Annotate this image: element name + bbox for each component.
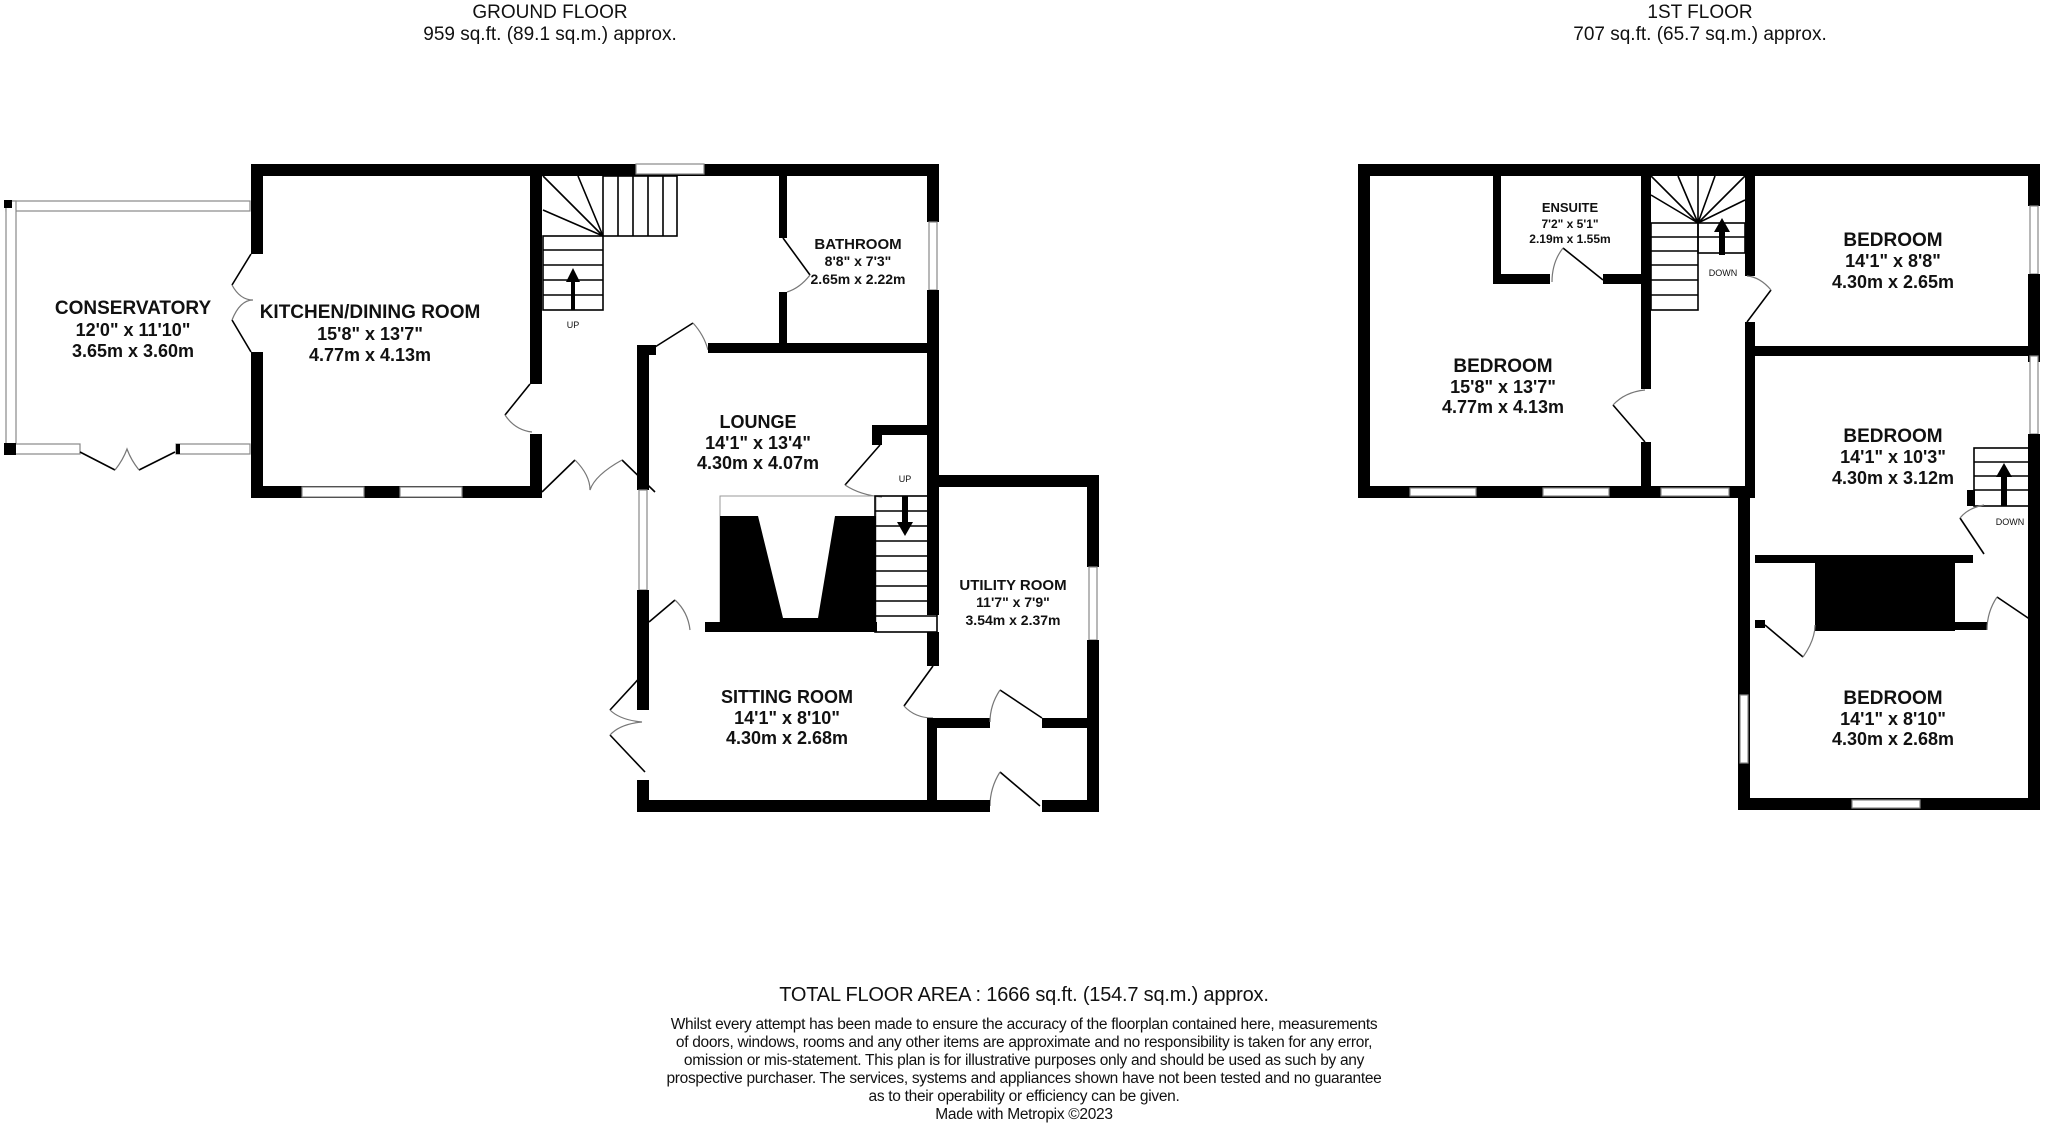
disclaimer: Whilst every attempt has been made to en… xyxy=(0,1016,2048,1124)
conservatory-left-window xyxy=(5,200,17,450)
svg-text:CONSERVATORY: CONSERVATORY xyxy=(55,298,212,319)
total-floor-area: TOTAL FLOOR AREA : 1666 sq.ft. (154.7 sq… xyxy=(779,984,1269,1006)
room-sitting: SITTING ROOM 14'1" x 8'10" 4.30m x 2.68m xyxy=(721,687,853,748)
up-arrow-icon xyxy=(1996,463,2012,506)
stair-up-label: UP xyxy=(567,320,580,330)
fireplace xyxy=(720,516,876,626)
svg-text:14'1" x 13'4": 14'1" x 13'4" xyxy=(705,433,811,453)
svg-text:2.65m x 2.22m: 2.65m x 2.22m xyxy=(811,271,906,287)
svg-text:4.77m x 4.13m: 4.77m x 4.13m xyxy=(1442,397,1564,417)
svg-text:BATHROOM: BATHROOM xyxy=(814,236,901,253)
svg-text:ENSUITE: ENSUITE xyxy=(1542,200,1599,215)
svg-text:4.77m x 4.13m: 4.77m x 4.13m xyxy=(309,345,431,365)
svg-text:3.65m x 3.60m: 3.65m x 3.60m xyxy=(72,341,194,361)
down-arrow-icon xyxy=(897,496,913,536)
svg-text:4.30m x 2.68m: 4.30m x 2.68m xyxy=(1832,729,1954,749)
disclaimer-line: prospective purchaser. The services, sys… xyxy=(666,1070,1382,1087)
room-utility: UTILITY ROOM 11'7" x 7'9" 3.54m x 2.37m xyxy=(959,577,1066,628)
svg-text:14'1" x 10'3": 14'1" x 10'3" xyxy=(1840,447,1946,467)
svg-text:LOUNGE: LOUNGE xyxy=(719,412,796,432)
lounge-staircase xyxy=(874,495,938,633)
conservatory-top-window xyxy=(5,200,251,212)
first-floor-header: 1ST FLOOR 707 sq.ft. (65.7 sq.m.) approx… xyxy=(1450,2,1950,46)
svg-text:UTILITY ROOM: UTILITY ROOM xyxy=(959,577,1066,594)
svg-text:KITCHEN/DINING ROOM: KITCHEN/DINING ROOM xyxy=(260,302,481,323)
room-bedroom-1: BEDROOM 15'8" x 13'7" 4.77m x 4.13m xyxy=(1442,356,1564,417)
room-bedroom-3: BEDROOM 14'1" x 10'3" 4.30m x 3.12m xyxy=(1832,426,1954,488)
disclaimer-line: Whilst every attempt has been made to en… xyxy=(670,1016,1378,1033)
first-floor-stair-2 xyxy=(1967,447,2031,507)
svg-text:SITTING ROOM: SITTING ROOM xyxy=(721,687,853,707)
stair-down-label: DOWN xyxy=(1709,268,1738,278)
room-conservatory: CONSERVATORY 12'0" x 11'10" 3.65m x 3.60… xyxy=(55,298,212,361)
svg-text:4.30m x 3.12m: 4.30m x 3.12m xyxy=(1832,468,1954,488)
stair-down-label-2: DOWN xyxy=(1996,517,2025,527)
conservatory-bottom-window-left xyxy=(13,443,81,455)
ground-floor-plan: UP UP xyxy=(4,163,1099,812)
svg-text:7'2" x 5'1": 7'2" x 5'1" xyxy=(1541,217,1598,231)
room-ensuite: ENSUITE 7'2" x 5'1" 2.19m x 1.55m xyxy=(1529,200,1610,246)
first-floor-area: 707 sq.ft. (65.7 sq.m.) approx. xyxy=(1573,24,1827,45)
svg-text:2.19m x 1.55m: 2.19m x 1.55m xyxy=(1529,232,1610,246)
room-lounge: LOUNGE 14'1" x 13'4" 4.30m x 4.07m xyxy=(697,412,819,473)
room-bedroom-4: BEDROOM 14'1" x 8'10" 4.30m x 2.68m xyxy=(1832,688,1954,749)
svg-text:3.54m x 2.37m: 3.54m x 2.37m xyxy=(966,612,1061,628)
svg-text:14'1" x 8'10": 14'1" x 8'10" xyxy=(734,708,840,728)
up-arrow-icon xyxy=(1714,218,1730,255)
first-floor-staircase xyxy=(1650,175,1746,311)
svg-text:BEDROOM: BEDROOM xyxy=(1453,356,1552,377)
ground-floor-header: GROUND FLOOR 959 sq.ft. (89.1 sq.m.) app… xyxy=(300,2,800,46)
room-bathroom: BATHROOM 8'8" x 7'3" 2.65m x 2.22m xyxy=(811,236,906,287)
svg-text:12'0" x 11'10": 12'0" x 11'10" xyxy=(76,320,191,340)
disclaimer-line: of doors, windows, rooms and any other i… xyxy=(675,1034,1373,1051)
up-arrow-icon xyxy=(566,268,580,310)
svg-text:8'8" x 7'3": 8'8" x 7'3" xyxy=(825,253,892,269)
conservatory-bottom-window-right xyxy=(175,443,251,455)
svg-text:14'1" x 8'10": 14'1" x 8'10" xyxy=(1840,709,1946,729)
svg-text:4.30m x 4.07m: 4.30m x 4.07m xyxy=(697,453,819,473)
svg-text:11'7" x 7'9": 11'7" x 7'9" xyxy=(976,594,1050,610)
ground-floor-staircase xyxy=(542,175,678,311)
first-floor-plan: ENSUITE 7'2" x 5'1" 2.19m x 1.55m BEDROO… xyxy=(1358,164,2040,810)
room-kitchen-dining: KITCHEN/DINING ROOM 15'8" x 13'7" 4.77m … xyxy=(260,302,481,365)
svg-text:BEDROOM: BEDROOM xyxy=(1843,426,1942,447)
ground-floor-title: GROUND FLOOR xyxy=(472,2,628,23)
disclaimer-line: omission or mis-statement. This plan is … xyxy=(683,1052,1365,1069)
first-floor-title: 1ST FLOOR xyxy=(1647,2,1753,23)
svg-text:BEDROOM: BEDROOM xyxy=(1843,688,1942,709)
svg-text:BEDROOM: BEDROOM xyxy=(1843,230,1942,251)
svg-text:15'8" x 13'7": 15'8" x 13'7" xyxy=(1450,377,1556,397)
ground-floor-area: 959 sq.ft. (89.1 sq.m.) approx. xyxy=(423,24,677,45)
stair-up-label-2: UP xyxy=(899,474,912,484)
svg-text:4.30m x 2.68m: 4.30m x 2.68m xyxy=(726,728,848,748)
svg-text:4.30m x 2.65m: 4.30m x 2.65m xyxy=(1832,272,1954,292)
disclaimer-line: as to their operability or efficiency ca… xyxy=(868,1088,1180,1105)
svg-text:15'8" x 13'7": 15'8" x 13'7" xyxy=(317,324,423,344)
credit: Made with Metropix ©2023 xyxy=(935,1106,1113,1123)
room-bedroom-2: BEDROOM 14'1" x 8'8" 4.30m x 2.65m xyxy=(1832,230,1954,292)
svg-text:14'1" x 8'8": 14'1" x 8'8" xyxy=(1845,251,1941,271)
